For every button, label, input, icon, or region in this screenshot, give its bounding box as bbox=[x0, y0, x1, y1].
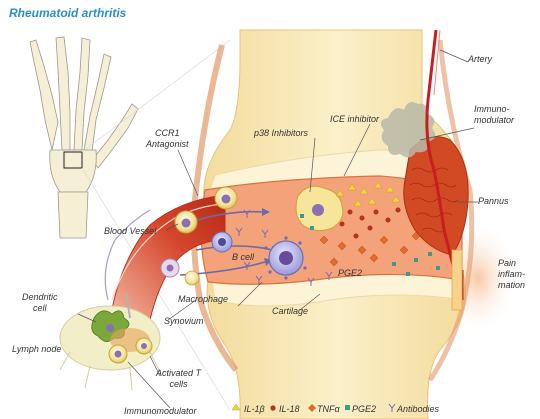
synovium-border-right bbox=[427, 39, 475, 382]
label-artery: Artery bbox=[468, 54, 493, 64]
legend-icons bbox=[231, 403, 396, 412]
label-macrophage: Macrophage bbox=[178, 294, 229, 304]
vessel-cell-3 bbox=[184, 270, 200, 286]
legend-circle-icon bbox=[270, 405, 276, 411]
label-activated-t-cells: Activated T cells bbox=[156, 368, 202, 389]
label-immunomodulator-bottom: Immunomodulator bbox=[124, 406, 197, 416]
label-ice-inhibitor: ICE inhibitor bbox=[330, 114, 380, 124]
activated-t-cells bbox=[108, 337, 153, 364]
cytokine-circles bbox=[339, 207, 401, 239]
artery-vessel bbox=[425, 29, 464, 301]
diagram-title: Rheumatoid arthritis bbox=[9, 6, 127, 20]
hand-skeleton-icon bbox=[29, 36, 139, 239]
vessel-cell-1 bbox=[174, 210, 198, 234]
legend-antibody-icon bbox=[388, 403, 396, 412]
p38-cell bbox=[295, 185, 344, 232]
label-ccr1-antagonist: CCR1 Antagonist bbox=[146, 128, 189, 149]
b-cell bbox=[211, 231, 233, 253]
immunomodulator-blob bbox=[380, 102, 436, 158]
cytokine-diamonds bbox=[319, 231, 421, 267]
zoom-box bbox=[63, 151, 83, 169]
label-pannus: Pannus bbox=[478, 196, 509, 206]
macrophage-cell bbox=[268, 240, 304, 276]
vessel-wall-line bbox=[111, 203, 227, 301]
blood-vessel-lower bbox=[104, 209, 151, 301]
vessel-cell-2 bbox=[160, 258, 180, 278]
legend-diamond-icon bbox=[308, 404, 316, 412]
macrophage-spikes bbox=[264, 236, 307, 280]
legend-square-icon bbox=[345, 405, 350, 410]
antibodies-scatter bbox=[235, 209, 333, 286]
label-synovium: Synovium bbox=[164, 316, 204, 326]
label-blood-vessel: Blood Vessel bbox=[104, 226, 157, 236]
artery-highlight bbox=[433, 29, 441, 96]
label-lymph-node: Lymph node bbox=[12, 344, 62, 354]
label-pge2: PGE2 bbox=[338, 268, 363, 278]
leader-lines bbox=[77, 49, 478, 409]
legend-label-pge2: PGE2 bbox=[352, 404, 377, 414]
label-dendritic-cell: Dendritic cell bbox=[22, 292, 58, 313]
label-b-cell: B cell bbox=[232, 252, 255, 262]
cytokine-triangles bbox=[335, 181, 401, 207]
legend-label-il18: IL-18 bbox=[279, 404, 300, 414]
legend-label-tnfa: TNFα bbox=[317, 404, 340, 414]
dendritic-nucleus bbox=[106, 324, 114, 332]
synovial-cavity bbox=[200, 175, 463, 285]
label-cartilage: Cartilage bbox=[272, 306, 309, 316]
label-p38-inhibitors: p38 Inhibitors bbox=[254, 128, 309, 138]
legend-triangle-icon bbox=[231, 403, 241, 411]
t-cell-top bbox=[214, 186, 238, 210]
pannus-tissue bbox=[403, 136, 469, 256]
pain-band bbox=[451, 249, 463, 311]
label-immunomodulator-top: Immuno- modulator bbox=[474, 104, 515, 125]
pannus-texture bbox=[409, 167, 459, 233]
label-pain-inflammation: Pain inflam- mation bbox=[498, 258, 526, 290]
legend-label-il1b: IL-1β bbox=[244, 404, 265, 414]
lymph-connector bbox=[125, 291, 131, 319]
legend-label-antibodies: Antibodies bbox=[397, 404, 440, 414]
zoom-line-top bbox=[81, 39, 231, 153]
cytokine-squares bbox=[300, 214, 440, 276]
